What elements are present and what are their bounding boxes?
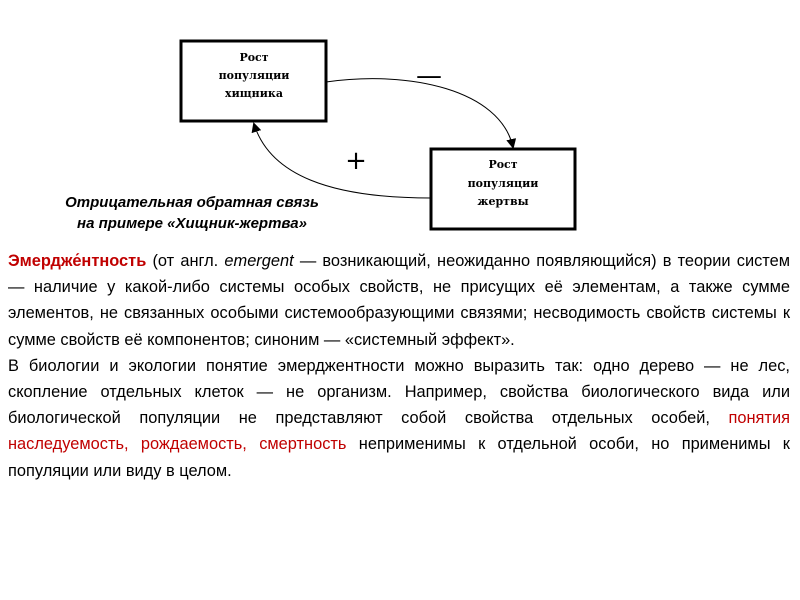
plus-sign: +	[345, 146, 367, 176]
predator-box-line-1: Рост	[239, 51, 268, 64]
biology-text-end: неприменимы к отдельной особи, но примен…	[8, 435, 790, 480]
predator-growth-box: Рост популяции хищника	[179, 39, 328, 123]
diagram-caption: Отрицательная обратная связь на примере …	[18, 192, 366, 234]
biology-text-start: В биологии и экологии понятие эмерджентн…	[8, 356, 790, 428]
highlighted-concepts: понятия наследуемость, рождаемость, смер…	[8, 409, 790, 454]
caption-line-2: на примере «Хищник-жертва»	[77, 215, 307, 232]
predator-box-line-2: популяции	[219, 69, 290, 82]
biology-example-paragraph: В биологии и экологии понятие эмерджентн…	[8, 353, 790, 484]
prey-box-line-1: Рост	[488, 158, 517, 171]
caption-line-1: Отрицательная обратная связь	[65, 194, 319, 211]
origin-prefix: (от англ.	[152, 252, 219, 270]
emergence-term: Эмердже́нтность	[8, 252, 147, 270]
definition-text: — возникающий, неожиданно появляющийся) …	[8, 252, 790, 349]
prey-box-line-3: жертвы	[477, 195, 528, 208]
predator-to-prey-arrow	[325, 78, 517, 149]
body-text: Эмердже́нтность (от англ. emergent — воз…	[8, 248, 790, 484]
emergence-definition-paragraph: Эмердже́нтность (от англ. emergent — воз…	[8, 248, 790, 353]
minus-sign: —	[416, 61, 442, 91]
prey-growth-box: Рост популяции жертвы	[429, 147, 577, 231]
prey-box-line-2: популяции	[468, 177, 539, 190]
english-word: emergent	[224, 252, 294, 270]
feedback-diagram: Рост популяции хищника Рост популяции же…	[179, 39, 577, 231]
prey-to-predator-arrow	[251, 122, 432, 199]
predator-box-line-3: хищника	[225, 87, 283, 100]
